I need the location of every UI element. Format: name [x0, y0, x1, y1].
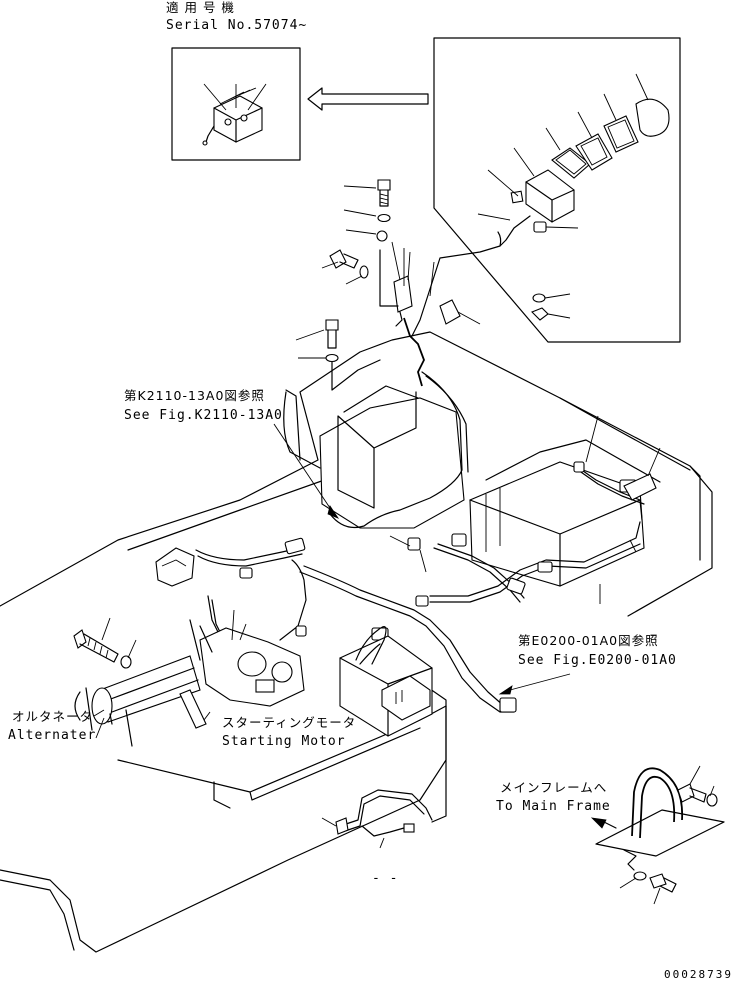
label-ref-e0200: 第E0200-01A0図参照 See Fig.E0200-01A0	[518, 633, 677, 668]
battery-box	[339, 626, 433, 737]
label-main-frame: メインフレームへ To Main Frame	[496, 780, 611, 814]
u-bolt-assembly	[590, 765, 725, 905]
ref-k2110-jp: 第K2110-13A0図参照	[124, 388, 265, 403]
starting-motor-jp: スターティングモータ	[222, 715, 356, 730]
alternator-en: Alternater	[8, 728, 96, 743]
starting-motor	[189, 609, 305, 707]
lower-harness	[321, 705, 447, 849]
lamp-detail-box	[411, 37, 681, 343]
lamp-gasket-2	[575, 133, 613, 171]
inset-work-lamp	[202, 83, 267, 146]
serial-inset-frame	[171, 47, 301, 161]
ref-e0200-jp: 第E0200-01A0図参照	[518, 633, 659, 648]
lamp-lens	[635, 98, 670, 137]
serial-inset: 適 用 号 機 Serial No.57074~	[166, 0, 307, 161]
lamp-gasket-3	[603, 115, 639, 153]
reference-leaders	[93, 248, 661, 739]
serial-number-label: Serial No.57074~	[166, 18, 307, 33]
label-ref-k2110: 第K2110-13A0図参照 See Fig.K2110-13A0	[124, 388, 283, 423]
ref-e0200-en: See Fig.E0200-01A0	[518, 653, 677, 668]
dash-mark: - -	[372, 871, 398, 886]
work-lamp-body	[411, 169, 575, 337]
main-frame-jp: メインフレームへ	[500, 780, 607, 795]
main-frame-en: To Main Frame	[496, 799, 611, 814]
label-starting-motor: スターティングモータ Starting Motor	[222, 715, 356, 749]
radiator-tank	[469, 461, 645, 587]
bracket-bolts	[295, 179, 413, 391]
detail-pointer-arrow	[307, 87, 429, 111]
drawing-number: 00028739	[664, 968, 733, 981]
serial-jp-title: 適 用 号 機	[166, 0, 235, 15]
alternator-assembly	[73, 617, 207, 747]
ref-k2110-en: See Fig.K2110-13A0	[124, 408, 283, 423]
label-alternator: オルタネータ Alternater	[8, 709, 96, 743]
alternator-jp: オルタネータ	[12, 709, 93, 724]
engine-block	[319, 385, 465, 529]
starting-motor-en: Starting Motor	[222, 734, 346, 749]
